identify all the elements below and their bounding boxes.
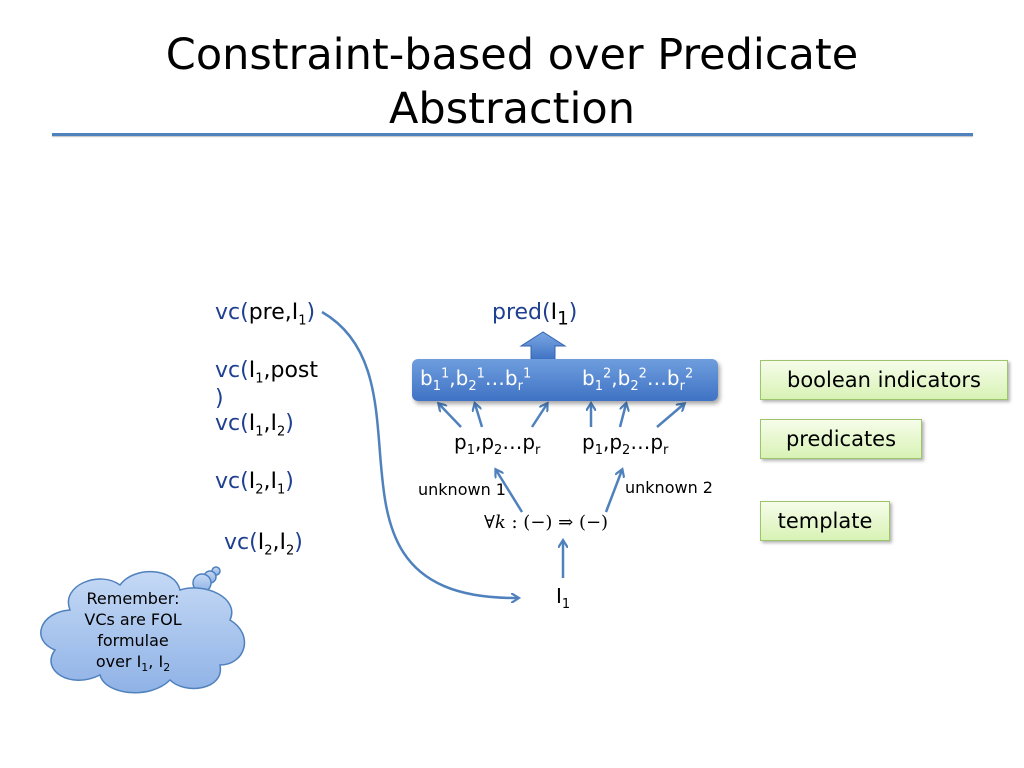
invariant-label: I1 bbox=[556, 584, 571, 612]
pred-arrow-6 bbox=[656, 404, 684, 428]
legend-boolean-indicators: boolean indicators bbox=[760, 360, 1008, 400]
template-formula: ∀k : (−) ⇒ (−) bbox=[484, 512, 609, 533]
unknown-1-label: unknown 1 bbox=[418, 480, 506, 499]
unknown-2-label: unknown 2 bbox=[625, 478, 713, 497]
pred-arrow-2 bbox=[475, 404, 484, 428]
vc-to-invariant-arrow bbox=[321, 310, 518, 598]
vc-pre-i1: vc(pre,I1) bbox=[215, 300, 316, 329]
vc-i1-i2: vc(I1,I2) bbox=[215, 411, 294, 440]
vc-i1-post: vc(I1,post bbox=[215, 358, 318, 387]
pred-arrow-3 bbox=[530, 404, 547, 428]
pred-label: pred(I1) bbox=[492, 300, 578, 330]
template-arrow-right bbox=[604, 470, 622, 513]
predicates-group-1: p1,p2…pr bbox=[454, 430, 541, 458]
thought-cloud bbox=[40, 566, 246, 694]
vc-i2-i2: vc(I2,I2) bbox=[224, 530, 303, 559]
title-line-1: Constraint-based over Predicate bbox=[165, 30, 859, 80]
vc-i2-i1: vc(I2,I1) bbox=[215, 469, 294, 498]
title-line-2: Abstraction bbox=[388, 84, 635, 134]
bool-group-1: b11,b21…br1 bbox=[420, 366, 532, 394]
bool-group-2: b12,b22…br2 bbox=[582, 366, 694, 394]
pred-arrow-5 bbox=[618, 404, 626, 428]
boolean-indicators-bar: b11,b21…br1 b12,b22…br2 bbox=[412, 359, 718, 401]
cloud-note: Remember: VCs are FOL formulae over I1, … bbox=[84, 589, 182, 675]
slide-title: Constraint-based over Predicate Abstract… bbox=[0, 28, 1024, 136]
template-arrow-left bbox=[496, 470, 524, 513]
legend-template: template bbox=[760, 501, 890, 541]
title-underline bbox=[52, 133, 973, 136]
predicates-group-2: p1,p2…pr bbox=[582, 430, 669, 458]
vc-i1-post-close: ) bbox=[215, 386, 224, 411]
up-block-arrow bbox=[519, 331, 567, 361]
pred-arrow-1 bbox=[439, 404, 462, 428]
legend-predicates: predicates bbox=[760, 419, 922, 459]
